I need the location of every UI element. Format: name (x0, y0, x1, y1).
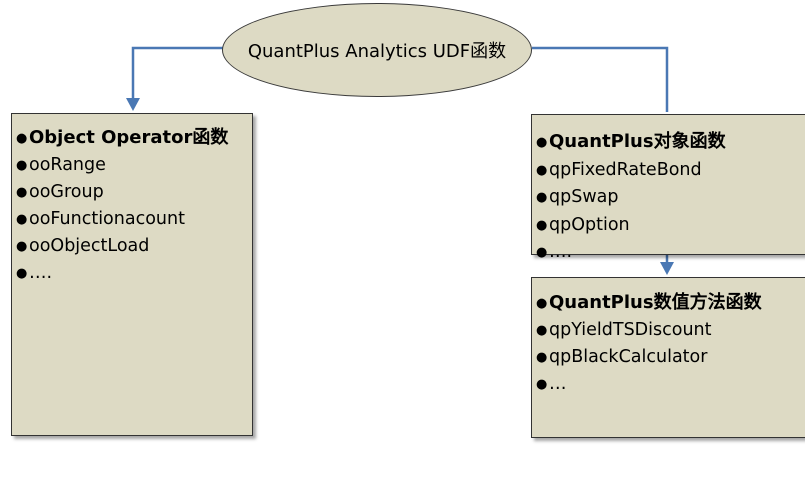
list-item: ●qpBlackCalculator (536, 344, 801, 371)
bullet-icon: ● (16, 131, 28, 146)
list-item-label: ooGroup (29, 182, 104, 202)
list-item-label: … (549, 374, 567, 394)
quantplus-object-heading: QuantPlus对象函数 (549, 131, 726, 152)
list-item-label: …. (29, 263, 53, 283)
bullet-icon: ● (16, 266, 28, 281)
list-item: ●ooFunctionacount (16, 206, 248, 233)
list-item-label: ooObjectLoad (29, 236, 150, 256)
list-item: ●qpSwap (536, 184, 801, 212)
list-item-label: qpSwap (549, 187, 619, 207)
quantplus-numerical-heading: QuantPlus数值方法函数 (549, 292, 762, 313)
list-item-label: qpFixedRateBond (549, 159, 702, 180)
quantplus-numerical-box: ●QuantPlus数值方法函数 ●qpYieldTSDiscount ●qpB… (531, 277, 805, 438)
root-node: QuantPlus Analytics UDF函数 (222, 3, 532, 97)
bullet-icon: ● (16, 212, 28, 227)
connector-root-to-left (131, 46, 223, 100)
bullet-icon: ● (16, 158, 28, 173)
bullet-icon: ● (536, 296, 548, 311)
quantplus-object-list: ●QuantPlus对象函数 ●qpFixedRateBond ●qpSwap … (536, 128, 801, 267)
object-operator-box: ●Object Operator函数 ●ooRange ●ooGroup ●oo… (11, 113, 253, 436)
list-item: ●… (536, 371, 801, 398)
list-item-label: qpOption (549, 214, 630, 235)
object-operator-heading: Object Operator函数 (29, 127, 229, 148)
bullet-icon: ● (536, 135, 548, 150)
list-item-label: qpBlackCalculator (549, 347, 708, 367)
bullet-icon: ● (536, 162, 548, 178)
list-item: ●QuantPlus对象函数 (536, 128, 801, 157)
list-item-label: ooRange (29, 155, 106, 175)
quantplus-object-box: ●QuantPlus对象函数 ●qpFixedRateBond ●qpSwap … (531, 114, 805, 262)
root-label: QuantPlus Analytics UDF函数 (247, 41, 507, 62)
list-item: ●qpFixedRateBond (536, 157, 801, 185)
arrowhead-right-bottom (660, 262, 674, 275)
bullet-icon: ● (536, 190, 548, 205)
bullet-icon: ● (536, 245, 548, 260)
bullet-icon: ● (16, 185, 28, 200)
bullet-icon: ● (536, 323, 548, 338)
connector-root-to-right-top (532, 46, 669, 112)
list-item: ●…. (16, 260, 248, 287)
list-item: ●ooGroup (16, 179, 248, 206)
list-item-label: ooFunctionacount (29, 209, 185, 229)
bullet-icon: ● (16, 239, 28, 254)
arrowhead-left (126, 98, 140, 111)
list-item: ●qpOption (536, 212, 801, 240)
list-item: ●QuantPlus数值方法函数 (536, 289, 801, 317)
quantplus-numerical-list: ●QuantPlus数值方法函数 ●qpYieldTSDiscount ●qpB… (536, 289, 801, 398)
list-item: ●qpYieldTSDiscount (536, 317, 801, 344)
list-item-label: qpYieldTSDiscount (549, 320, 712, 340)
list-item-label: …. (549, 242, 573, 262)
bullet-icon: ● (536, 350, 548, 365)
bullet-icon: ● (536, 377, 548, 392)
list-item: ●ooRange (16, 152, 248, 179)
list-item: ●…. (536, 239, 801, 267)
object-operator-list: ●Object Operator函数 ●ooRange ●ooGroup ●oo… (16, 124, 248, 287)
list-item: ●Object Operator函数 (16, 124, 248, 152)
list-item: ●ooObjectLoad (16, 233, 248, 260)
bullet-icon: ● (536, 217, 548, 233)
